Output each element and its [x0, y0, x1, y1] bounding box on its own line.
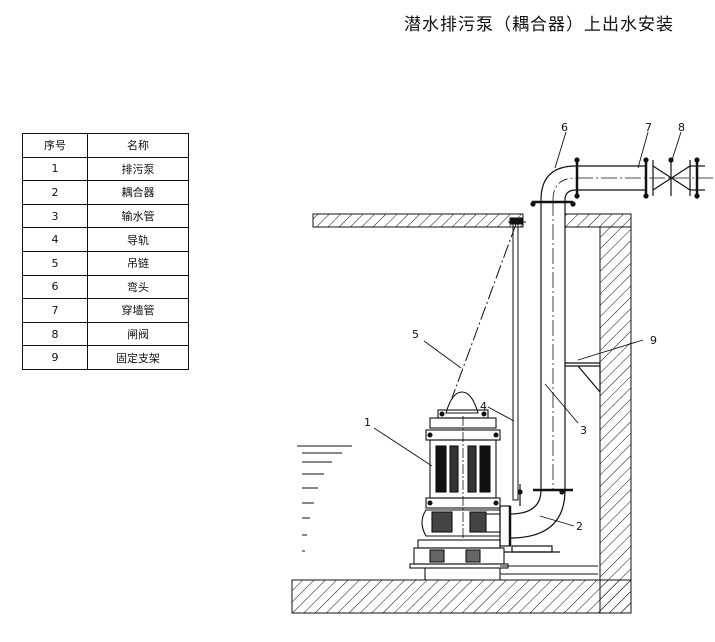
row-name: 闸阀	[87, 321, 189, 347]
wall-pipe	[577, 157, 715, 199]
pit-floor	[291, 579, 632, 614]
row-name: 排污泵	[87, 156, 189, 182]
row-name: 穿墙管	[87, 298, 189, 323]
leader-lines	[373, 131, 682, 527]
row-index: 1	[22, 156, 88, 182]
header-name: 名称	[87, 133, 189, 158]
callout-2: 2	[576, 520, 583, 533]
callout-5: 5	[412, 328, 419, 341]
outlet-pipe	[533, 200, 573, 492]
row-name: 输水管	[87, 203, 189, 229]
row-name: 吊链	[87, 250, 189, 276]
row-index: 3	[22, 203, 88, 229]
top-elbow	[530, 157, 580, 207]
callout-1: 1	[364, 416, 371, 429]
ground-slab	[312, 213, 632, 228]
coupler	[499, 484, 566, 553]
pump	[409, 391, 509, 580]
fixed-bracket	[565, 362, 601, 393]
row-index: 9	[22, 345, 88, 370]
table-header-row: 序号 名称	[22, 133, 189, 158]
row-index: 6	[22, 274, 88, 300]
gate-valve	[652, 157, 705, 199]
row-name: 导轨	[87, 227, 189, 252]
row-index: 8	[22, 321, 88, 347]
row-name: 耦合器	[87, 180, 189, 205]
callout-3: 3	[580, 424, 587, 437]
callout-9: 9	[650, 334, 657, 347]
pit-wall	[599, 226, 632, 614]
water-level-lines	[297, 445, 598, 575]
row-name: 弯头	[87, 274, 189, 300]
lifting-chain	[451, 223, 517, 399]
drawing-title: 潜水排污泵（耦合器）上出水安装	[404, 15, 674, 35]
callout-6: 6	[561, 121, 568, 134]
row-index: 7	[22, 298, 88, 323]
callout-8: 8	[678, 121, 685, 134]
row-index: 5	[22, 250, 88, 276]
callout-4: 4	[480, 400, 487, 413]
row-name: 固定支架	[87, 345, 189, 370]
callout-7: 7	[645, 121, 652, 134]
guide-rail	[508, 217, 526, 501]
row-index: 2	[22, 180, 88, 205]
header-index: 序号	[22, 133, 88, 158]
